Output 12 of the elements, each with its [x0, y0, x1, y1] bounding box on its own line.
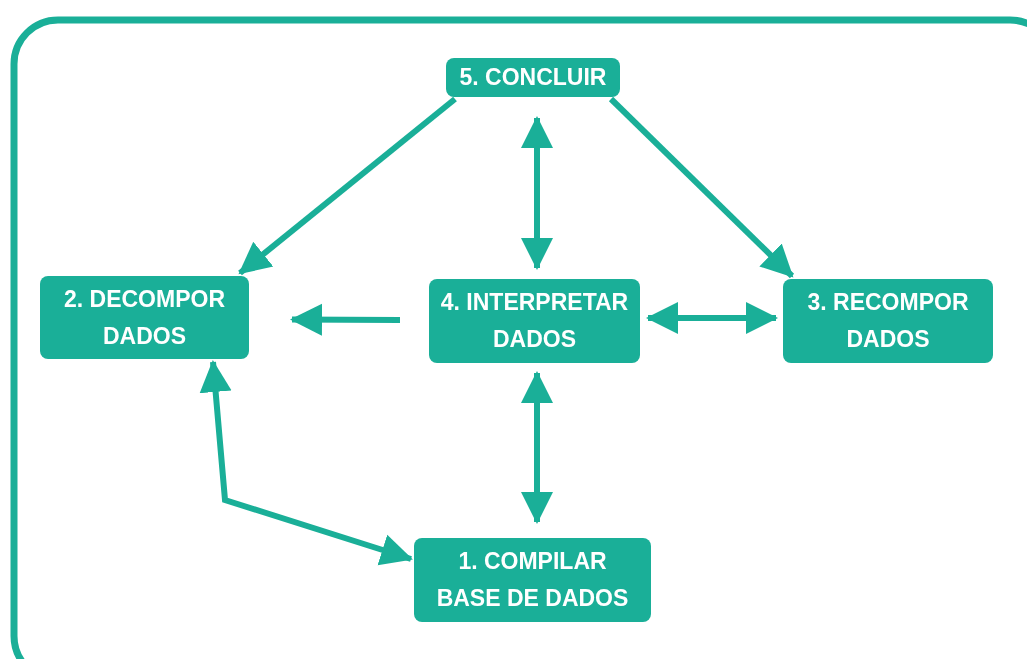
process-box: 2. DECOMPOR DADOS [40, 276, 249, 359]
process-box: 4. INTERPRETAR DADOS [429, 279, 640, 363]
arrow [608, 96, 795, 279]
arrow [521, 116, 553, 270]
arrow [199, 360, 413, 566]
arrow [646, 302, 778, 334]
process-box: 1. COMPILAR BASE DE DADOS [414, 538, 651, 622]
process-box: 5. CONCLUIR [446, 58, 620, 97]
arrow [521, 371, 553, 524]
process-box: 3. RECOMPOR DADOS [783, 279, 993, 363]
arrow [290, 303, 400, 336]
arrow [238, 96, 457, 276]
